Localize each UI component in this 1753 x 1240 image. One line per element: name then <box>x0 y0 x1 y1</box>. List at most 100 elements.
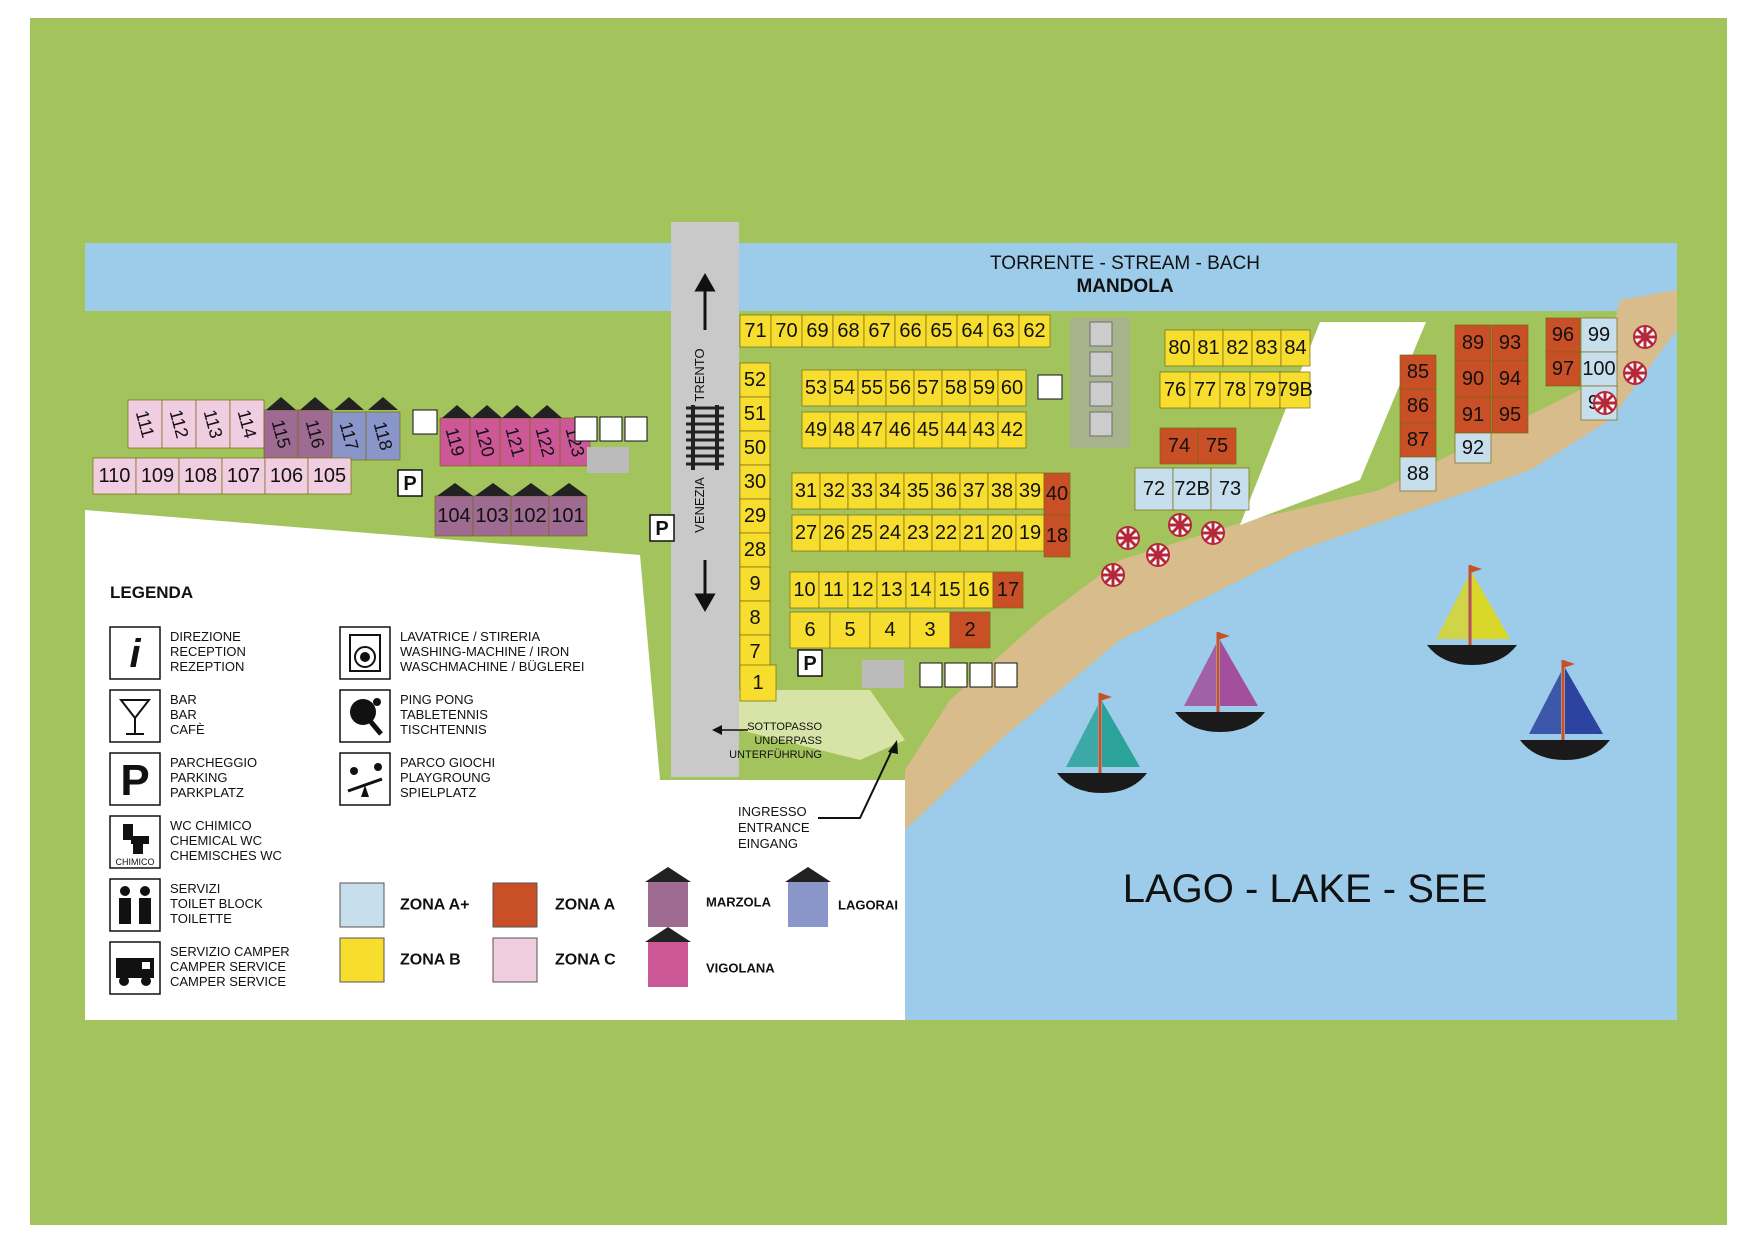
pitch-99[interactable]: 99 <box>1580 317 1618 353</box>
pitch-84[interactable]: 84 <box>1280 329 1311 367</box>
pitch-69[interactable]: 69 <box>801 314 834 348</box>
pitch-3[interactable]: 3 <box>909 611 951 649</box>
pitch-103[interactable]: 103 <box>472 495 512 537</box>
pitch-52[interactable]: 52 <box>739 362 771 398</box>
pitch-64[interactable]: 64 <box>956 314 989 348</box>
pitch-51[interactable]: 51 <box>739 396 771 432</box>
pitch-5[interactable]: 5 <box>829 611 871 649</box>
pitch-108[interactable]: 108 <box>178 457 223 495</box>
pitch-49[interactable]: 49 <box>801 411 831 449</box>
pitch-28[interactable]: 28 <box>739 532 771 568</box>
pitch-37[interactable]: 37 <box>959 472 989 510</box>
pitch-36[interactable]: 36 <box>931 472 961 510</box>
pitch-12[interactable]: 12 <box>847 571 878 609</box>
pitch-47[interactable]: 47 <box>857 411 887 449</box>
pitch-66[interactable]: 66 <box>894 314 927 348</box>
parking-sign[interactable]: P <box>797 649 823 677</box>
pitch-110[interactable]: 110 <box>92 457 137 495</box>
pitch-9[interactable]: 9 <box>739 566 771 602</box>
pitch-81[interactable]: 81 <box>1193 329 1224 367</box>
pitch-2[interactable]: 2 <box>949 611 991 649</box>
pitch-120[interactable]: 120 <box>469 417 501 467</box>
pitch-31[interactable]: 31 <box>791 472 821 510</box>
pitch-90[interactable]: 90 <box>1454 360 1492 398</box>
pitch-1[interactable]: 1 <box>739 664 777 702</box>
pitch-39[interactable]: 39 <box>1015 472 1045 510</box>
pitch-8[interactable]: 8 <box>739 600 771 636</box>
pitch-55[interactable]: 55 <box>857 369 887 407</box>
pitch-15[interactable]: 15 <box>934 571 965 609</box>
pitch-32[interactable]: 32 <box>819 472 849 510</box>
pitch-95[interactable]: 95 <box>1491 396 1529 434</box>
pitch-111[interactable]: 111 <box>127 399 163 449</box>
pitch-73[interactable]: 73 <box>1210 467 1250 511</box>
pitch-54[interactable]: 54 <box>829 369 859 407</box>
pitch-116[interactable]: 116 <box>297 409 333 459</box>
pitch-44[interactable]: 44 <box>941 411 971 449</box>
pitch-13[interactable]: 13 <box>876 571 907 609</box>
pitch-89[interactable]: 89 <box>1454 324 1492 362</box>
pitch-86[interactable]: 86 <box>1399 388 1437 424</box>
pitch-72[interactable]: 72 <box>1134 467 1174 511</box>
pitch-40[interactable]: 40 <box>1043 472 1071 516</box>
pitch-38[interactable]: 38 <box>987 472 1017 510</box>
pitch-26[interactable]: 26 <box>819 514 849 552</box>
parking-sign[interactable]: P <box>397 469 423 497</box>
facilities-west[interactable] <box>574 416 648 473</box>
pitch-80[interactable]: 80 <box>1164 329 1195 367</box>
pitch-53[interactable]: 53 <box>801 369 831 407</box>
pitch-33[interactable]: 33 <box>847 472 877 510</box>
pitch-56[interactable]: 56 <box>885 369 915 407</box>
pitch-79B[interactable]: 79B <box>1277 371 1313 409</box>
pitch-35[interactable]: 35 <box>903 472 933 510</box>
pitch-65[interactable]: 65 <box>925 314 958 348</box>
pitch-79[interactable]: 79 <box>1249 371 1281 409</box>
pitch-57[interactable]: 57 <box>913 369 943 407</box>
pitch-23[interactable]: 23 <box>903 514 933 552</box>
pitch-22[interactable]: 22 <box>931 514 961 552</box>
pitch-46[interactable]: 46 <box>885 411 915 449</box>
pitch-104[interactable]: 104 <box>434 495 474 537</box>
pitch-21[interactable]: 21 <box>959 514 989 552</box>
pitch-96[interactable]: 96 <box>1545 317 1581 353</box>
pitch-58[interactable]: 58 <box>941 369 971 407</box>
pitch-68[interactable]: 68 <box>832 314 865 348</box>
pitch-45[interactable]: 45 <box>913 411 943 449</box>
pitch-85[interactable]: 85 <box>1399 354 1437 390</box>
pitch-63[interactable]: 63 <box>987 314 1020 348</box>
pitch-14[interactable]: 14 <box>905 571 936 609</box>
pitch-88[interactable]: 88 <box>1399 456 1437 492</box>
pitch-115[interactable]: 115 <box>263 409 299 459</box>
pitch-25[interactable]: 25 <box>847 514 877 552</box>
pitch-78[interactable]: 78 <box>1219 371 1251 409</box>
pitch-77[interactable]: 77 <box>1189 371 1221 409</box>
pitch-122[interactable]: 122 <box>529 417 561 467</box>
pitch-7[interactable]: 7 <box>739 634 771 670</box>
pitch-18[interactable]: 18 <box>1043 514 1071 558</box>
pitch-112[interactable]: 112 <box>161 399 197 449</box>
pitch-72B[interactable]: 72B <box>1172 467 1212 511</box>
pitch-117[interactable]: 117 <box>331 411 367 461</box>
pitch-60[interactable]: 60 <box>997 369 1027 407</box>
pitch-29[interactable]: 29 <box>739 498 771 534</box>
pitch-87[interactable]: 87 <box>1399 422 1437 458</box>
pitch-48[interactable]: 48 <box>829 411 859 449</box>
playground-icon[interactable] <box>412 409 438 435</box>
pitch-119[interactable]: 119 <box>439 417 471 467</box>
pitch-24[interactable]: 24 <box>875 514 905 552</box>
facilities-south[interactable] <box>862 660 1018 688</box>
pitch-121[interactable]: 121 <box>499 417 531 467</box>
pitch-109[interactable]: 109 <box>135 457 180 495</box>
pitch-11[interactable]: 11 <box>818 571 849 609</box>
pitch-100[interactable]: 100 <box>1580 351 1618 387</box>
pitch-105[interactable]: 105 <box>307 457 352 495</box>
pitch-43[interactable]: 43 <box>969 411 999 449</box>
pitch-62[interactable]: 62 <box>1018 314 1051 348</box>
pitch-92[interactable]: 92 <box>1454 432 1492 464</box>
pitch-19[interactable]: 19 <box>1015 514 1045 552</box>
pitch-101[interactable]: 101 <box>548 495 588 537</box>
pitch-102[interactable]: 102 <box>510 495 550 537</box>
ping-pong-icon[interactable] <box>1037 374 1063 400</box>
pitch-30[interactable]: 30 <box>739 464 771 500</box>
pitch-20[interactable]: 20 <box>987 514 1017 552</box>
